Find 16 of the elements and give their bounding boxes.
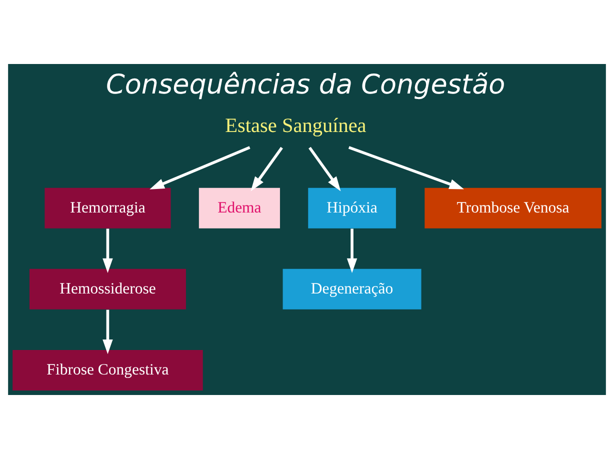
arrow: [348, 146, 464, 190]
node-box: Degeneração: [282, 268, 422, 310]
node-text: Estase Sanguínea: [225, 115, 366, 137]
arrow: [308, 146, 341, 192]
node-box: Hipóxia: [308, 188, 396, 228]
arrow: [150, 146, 250, 190]
node-box: Fibrose Congestiva: [12, 350, 203, 390]
diagram-title: Consequências da Congestão: [106, 69, 506, 100]
arrow: [250, 146, 283, 192]
node-box: Edema: [198, 188, 280, 228]
node-box: Trombose Venosa: [424, 188, 602, 228]
arrow: [102, 310, 113, 354]
arrow: [102, 228, 113, 274]
node-box: Hemorragia: [44, 188, 171, 228]
arrow: [346, 228, 358, 274]
node-box: Hemossiderose: [29, 268, 186, 310]
